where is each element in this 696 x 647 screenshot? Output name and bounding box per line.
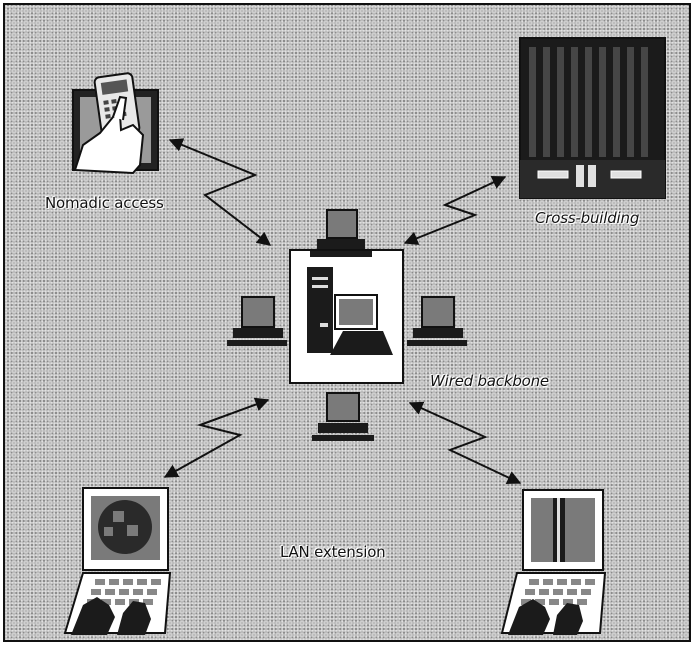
- wireless-link-cross-building: [403, 175, 507, 245]
- wireless-link-lan-right: [408, 401, 522, 484]
- diagram-frame: Nomadic access Cross-building Wired back…: [3, 3, 691, 642]
- lan-extension-label: LAN extension: [280, 543, 386, 561]
- desktop-computer-icon: [227, 296, 287, 346]
- laptop-computer-icon: [63, 487, 172, 635]
- desktop-computer-icon: [407, 296, 467, 346]
- desktop-computer-icon: [312, 392, 374, 441]
- nomadic-access-label: Nomadic access: [45, 194, 164, 212]
- wireless-lan-diagram: [63, 37, 666, 635]
- cross-building-label: Cross-building: [535, 209, 640, 227]
- wired-backbone-label: Wired backbone: [430, 372, 549, 390]
- server-workstation-icon: [289, 249, 404, 384]
- laptop-computer-icon: [500, 489, 607, 635]
- wireless-link-lan-left: [163, 397, 270, 478]
- handheld-device-icon: [72, 72, 159, 175]
- desktop-computer-icon: [310, 209, 372, 257]
- office-building-icon: [519, 37, 666, 199]
- wireless-link-nomadic: [168, 138, 272, 246]
